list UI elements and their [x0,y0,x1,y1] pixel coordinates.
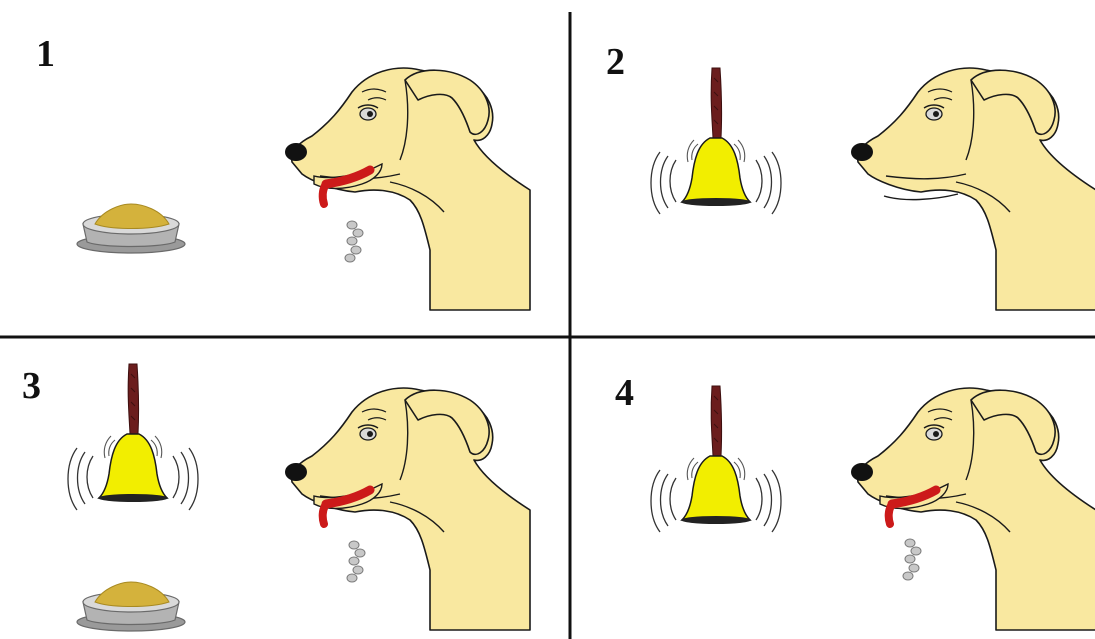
panel-4: 4 [615,372,1095,630]
panel-number-4: 4 [615,372,634,414]
panel-number-3: 3 [22,365,41,407]
panel-number-1: 1 [36,33,55,75]
saliva-drops-icon [903,539,921,580]
bell-icon [651,386,781,532]
dog-head-icon [851,68,1095,310]
panel-1: 1 [36,33,530,310]
saliva-drops-icon [345,221,363,262]
food-bowl-icon [77,582,185,631]
bell-icon [68,364,198,510]
dog-closed-mouth [884,194,958,200]
panel-3: 3 [22,364,530,631]
panel-number-2: 2 [606,41,625,83]
panel-2: 2 [606,41,1095,310]
food-bowl-icon [77,204,185,253]
saliva-drops-icon [347,541,365,582]
bell-icon [651,68,781,214]
